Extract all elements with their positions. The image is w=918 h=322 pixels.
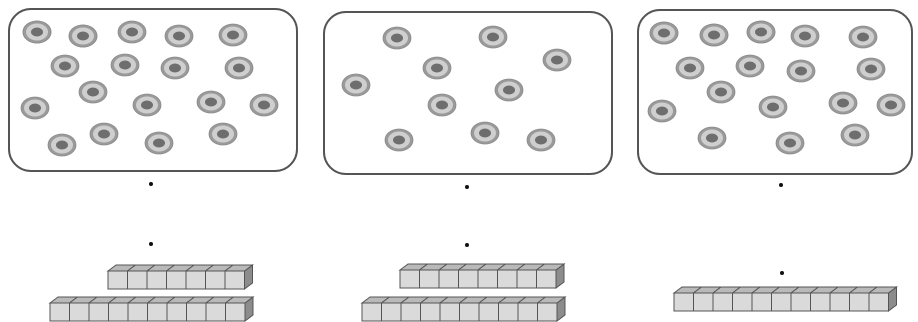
unit-cube bbox=[419, 296, 450, 322]
blood-cell bbox=[22, 20, 52, 44]
blood-cell bbox=[828, 91, 858, 115]
blood-cell bbox=[160, 56, 190, 80]
blood-cell bbox=[68, 24, 98, 48]
blood-cell bbox=[775, 131, 805, 155]
blood-cell bbox=[422, 56, 452, 80]
blood-cell bbox=[697, 126, 727, 150]
unit-cube bbox=[438, 296, 469, 322]
unit-cube bbox=[437, 263, 468, 289]
blood-cell bbox=[758, 95, 788, 119]
panel-2-cells bbox=[341, 25, 572, 152]
blood-cell bbox=[218, 23, 248, 47]
cube-bar bbox=[672, 286, 898, 312]
blood-cell bbox=[675, 56, 705, 80]
blood-cell bbox=[132, 93, 162, 117]
cube-bar bbox=[398, 263, 566, 289]
panel-1-cells bbox=[20, 20, 279, 157]
blood-cell bbox=[341, 73, 371, 97]
unit-cube bbox=[770, 286, 801, 312]
blood-cell bbox=[735, 54, 765, 78]
blood-cell bbox=[50, 54, 80, 78]
blood-cell bbox=[699, 23, 729, 47]
unit-cube bbox=[457, 263, 488, 289]
unit-cube bbox=[399, 296, 430, 322]
unit-cube bbox=[418, 263, 449, 289]
unit-cube bbox=[477, 296, 508, 322]
unit-cube bbox=[535, 263, 566, 289]
blood-cell bbox=[117, 20, 147, 44]
blood-cell bbox=[78, 80, 108, 104]
panel-1-dot-bottom bbox=[149, 242, 153, 246]
blood-cell bbox=[478, 25, 508, 49]
blood-cell bbox=[224, 56, 254, 80]
blood-cell bbox=[20, 96, 50, 120]
blood-cell bbox=[790, 24, 820, 48]
unit-cube bbox=[204, 264, 235, 290]
blood-cell bbox=[470, 121, 500, 145]
blood-cell bbox=[542, 48, 572, 72]
cube-bar bbox=[106, 264, 254, 290]
blood-cell bbox=[249, 93, 279, 117]
panel-1 bbox=[8, 8, 298, 322]
blood-cell bbox=[494, 78, 524, 102]
cube-bar bbox=[48, 296, 255, 322]
unit-cube bbox=[380, 296, 411, 322]
cube-bar bbox=[360, 296, 567, 322]
blood-cell bbox=[840, 123, 870, 147]
unit-cube bbox=[809, 286, 840, 312]
unit-cube bbox=[848, 286, 879, 312]
unit-cube bbox=[867, 286, 898, 312]
unit-cube bbox=[536, 296, 567, 322]
blood-cell bbox=[876, 93, 906, 117]
blood-cell bbox=[746, 20, 776, 44]
blood-cell bbox=[110, 53, 140, 77]
unit-cube bbox=[224, 296, 255, 322]
blood-cell bbox=[526, 128, 556, 152]
unit-cube bbox=[360, 296, 391, 322]
blood-cell bbox=[649, 21, 679, 45]
unit-cube bbox=[165, 264, 196, 290]
unit-cube bbox=[48, 296, 79, 322]
blood-cell bbox=[647, 99, 677, 123]
panel-1-dot-top bbox=[149, 182, 153, 186]
unit-cube bbox=[68, 296, 99, 322]
unit-cube bbox=[731, 286, 762, 312]
blood-cell bbox=[208, 122, 238, 146]
blood-cell bbox=[144, 131, 174, 155]
panel-3-bars bbox=[672, 286, 898, 312]
blood-cell bbox=[786, 59, 816, 83]
blood-cell bbox=[89, 122, 119, 146]
panel-2-bars bbox=[360, 263, 567, 322]
blood-cell bbox=[384, 128, 414, 152]
blood-cell bbox=[382, 26, 412, 50]
panel-2-dot-bottom bbox=[465, 243, 469, 247]
blood-cell bbox=[196, 90, 226, 114]
panel-1-bars bbox=[48, 264, 255, 322]
unit-cube bbox=[828, 286, 859, 312]
panel-2 bbox=[323, 11, 613, 322]
panel-2-dot-top bbox=[465, 185, 469, 189]
unit-cube bbox=[711, 286, 742, 312]
unit-cube bbox=[223, 264, 254, 290]
panel-3-cells bbox=[647, 20, 906, 155]
blood-cell bbox=[427, 93, 457, 117]
blood-cell bbox=[164, 24, 194, 48]
panel-2-box bbox=[323, 11, 613, 175]
unit-cube bbox=[107, 296, 138, 322]
blood-cell bbox=[856, 57, 886, 81]
unit-cube bbox=[185, 296, 216, 322]
blood-cell bbox=[848, 25, 878, 49]
unit-cube bbox=[497, 296, 528, 322]
panel-3-dot-top bbox=[779, 183, 783, 187]
panel-3-dot-bottom bbox=[780, 271, 784, 275]
unit-cube bbox=[126, 264, 157, 290]
blood-cell bbox=[706, 80, 736, 104]
panel-3 bbox=[637, 9, 913, 312]
blood-cell bbox=[47, 133, 77, 157]
